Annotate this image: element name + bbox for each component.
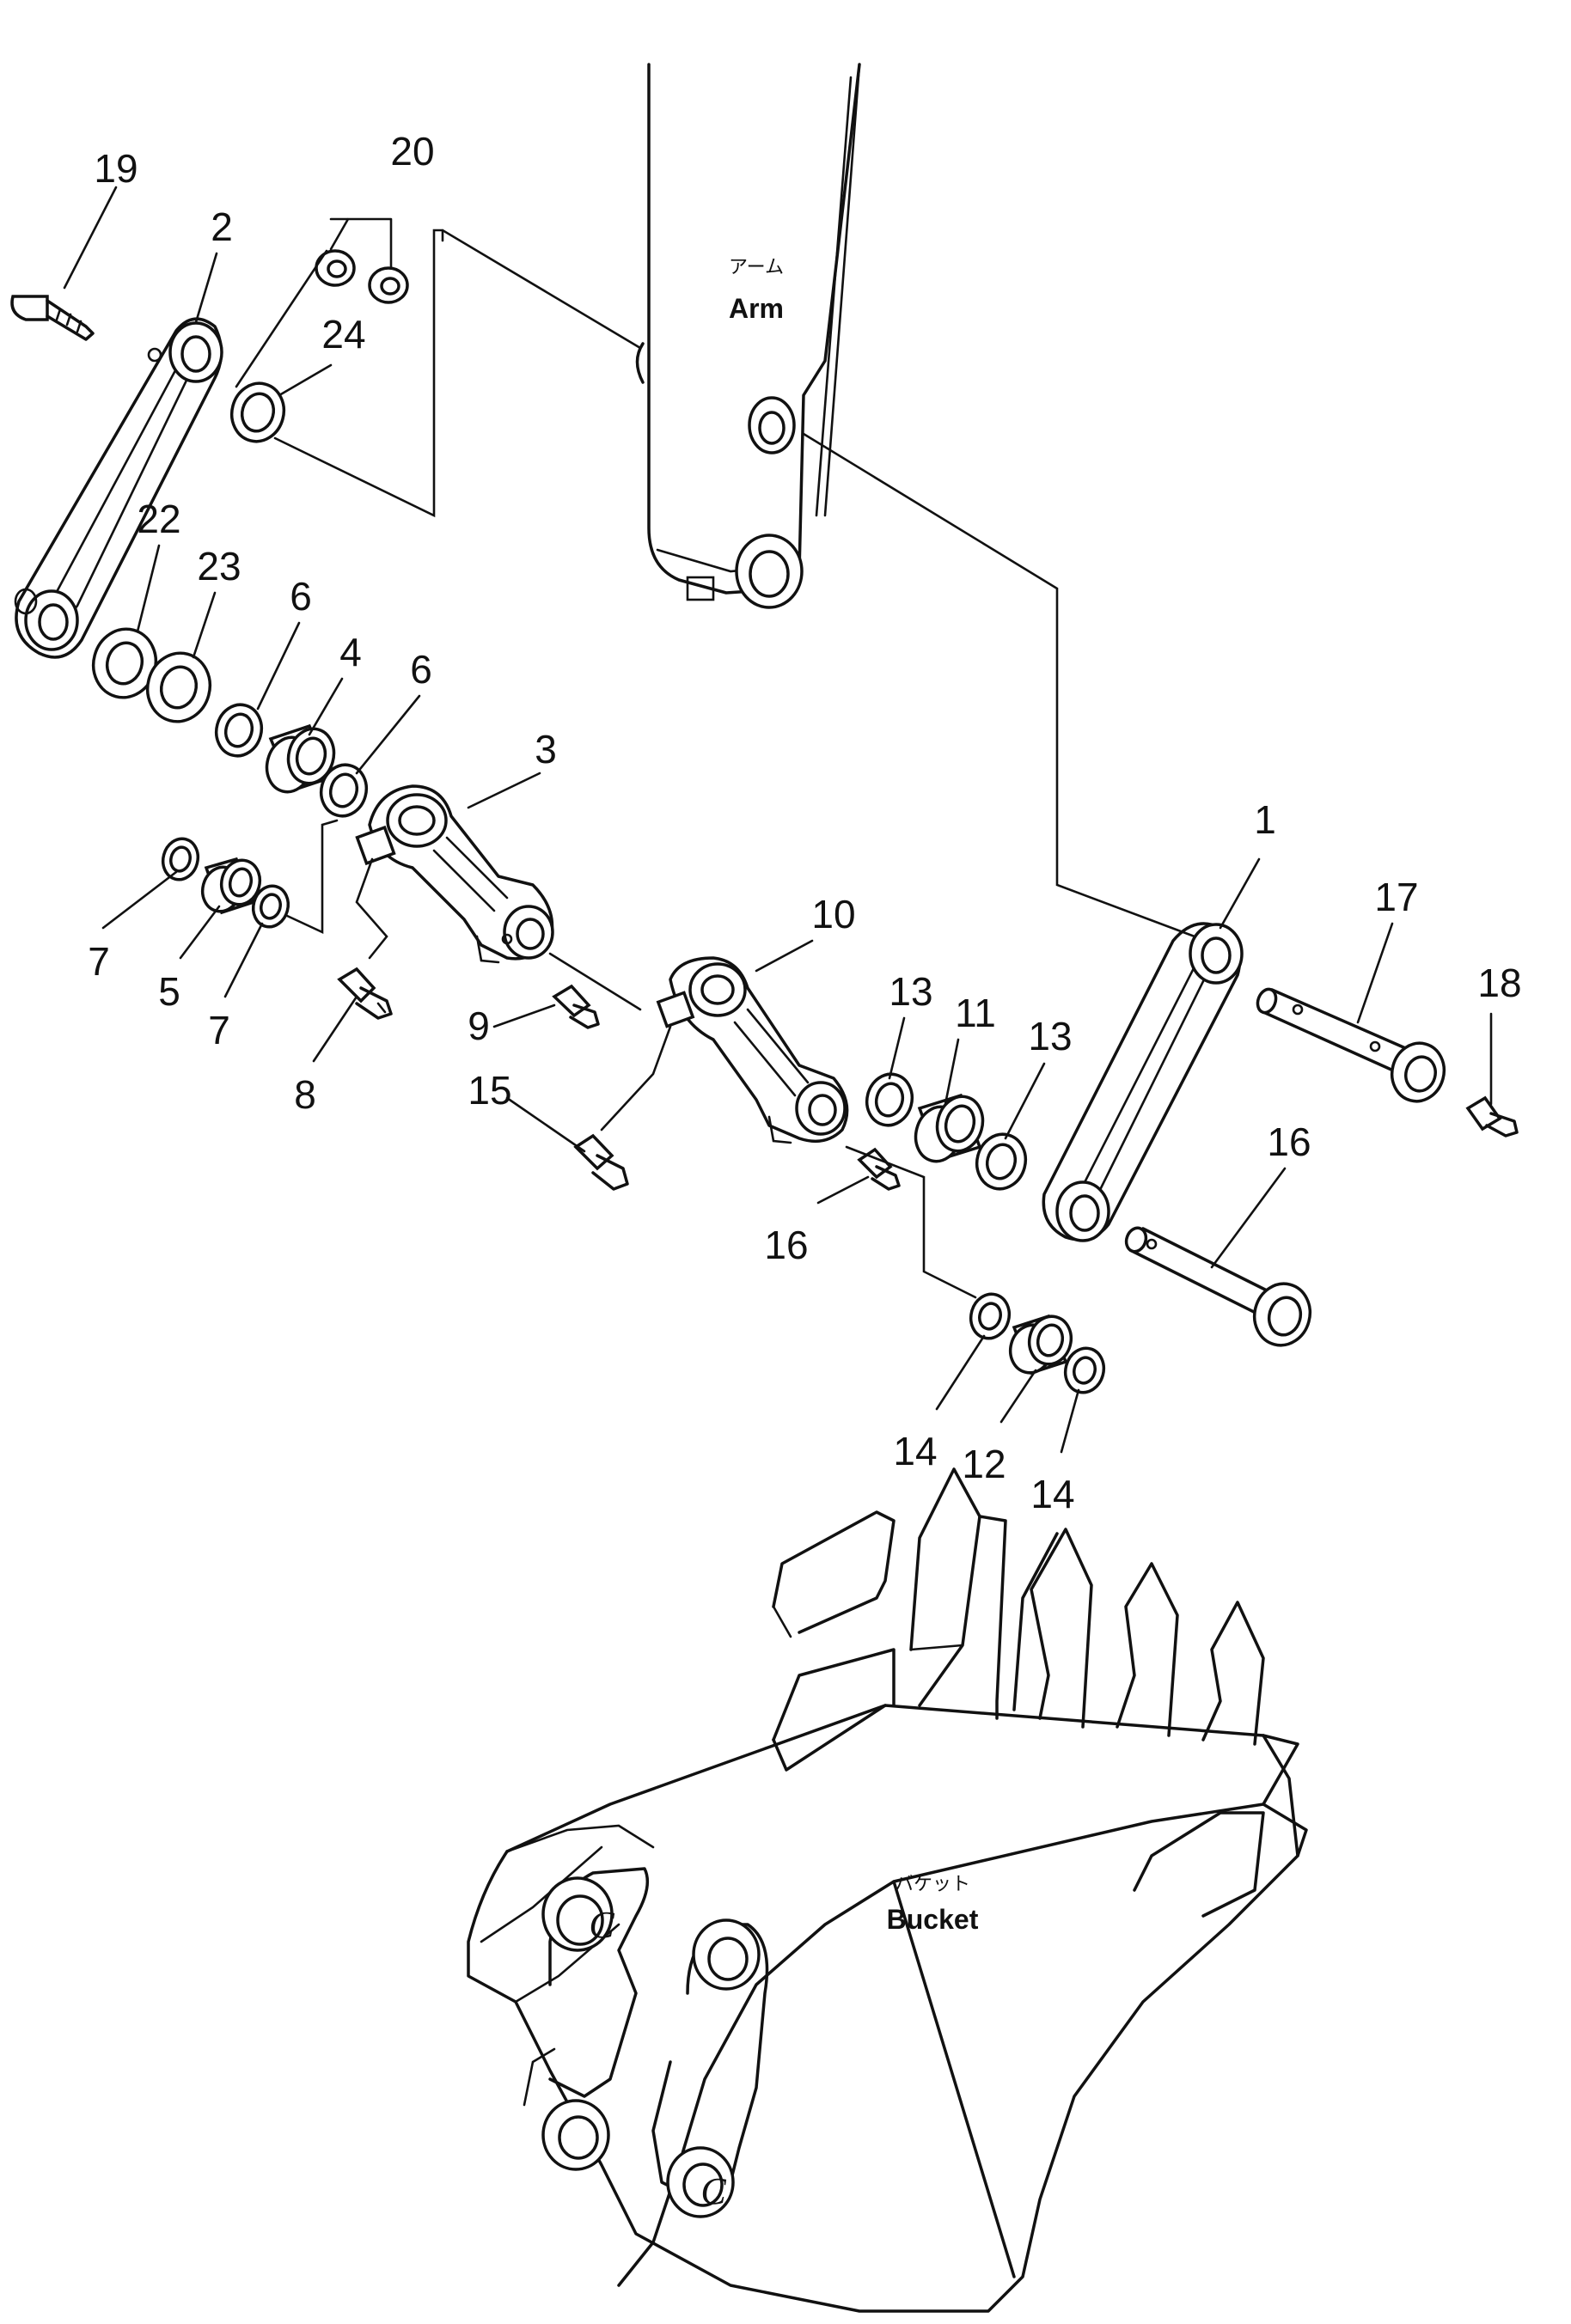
callout-10: 10	[811, 892, 855, 936]
callout-5: 5	[158, 969, 180, 1014]
part-24-shim	[229, 381, 286, 443]
callout-6a: 6	[290, 574, 312, 619]
part-15-grease-fitting	[573, 1133, 629, 1191]
part-19-bolt	[1465, 1095, 1519, 1138]
callout-11: 11	[955, 991, 996, 1035]
callout-17: 16	[1267, 1119, 1311, 1164]
callout-1: 1	[1254, 797, 1276, 842]
callout-14a: 14	[893, 1429, 937, 1473]
callout-7b: 7	[208, 1008, 230, 1052]
bucket-mark-left: C	[589, 1904, 614, 1946]
callout-4: 4	[339, 630, 362, 674]
part-6-seal-b	[319, 763, 369, 818]
callout-numbers: 19 2 20 24 22 23 6 4 6 3 1 17 18 16 10 1…	[88, 129, 1521, 1516]
part-1-link	[1042, 922, 1244, 1242]
part-7-seal-b	[251, 884, 290, 929]
part-16-grease-fitting	[857, 1147, 901, 1191]
part-6-seal-a	[214, 703, 264, 758]
part-20-bolt	[10, 295, 95, 341]
part-7-seal-a	[161, 837, 200, 881]
part-5-bushing	[200, 857, 262, 915]
callout-15: 15	[468, 1068, 511, 1113]
callout-22: 22	[137, 497, 180, 541]
part-21-collars	[315, 249, 409, 304]
callout-23: 23	[197, 544, 241, 589]
part-10-link	[656, 956, 849, 1144]
bucket-label-jp: バケット	[895, 1874, 970, 1895]
bucket-mark-bottom: C	[700, 2170, 726, 2212]
bucket: C C バケット Bucket	[467, 1467, 1308, 2313]
bucket-label-en: Bucket	[887, 1904, 979, 1935]
part-8-grease-fitting	[337, 967, 393, 1020]
callout-20: 19	[94, 146, 138, 191]
part-17-pin	[1124, 1226, 1312, 1347]
assembly-lines-top	[235, 229, 1196, 938]
callout-12: 12	[962, 1442, 1006, 1486]
arm-label-en: Arm	[729, 293, 784, 324]
part-9-grease-fitting	[552, 984, 600, 1029]
part-12-bushing	[1008, 1314, 1073, 1375]
part-2-link	[14, 317, 223, 659]
callout-8: 8	[294, 1072, 316, 1117]
callout-21: 20	[390, 129, 434, 174]
arm-label-jp: アーム	[729, 257, 784, 278]
part-14-seal-a	[969, 1292, 1012, 1340]
part-23-shim	[145, 651, 212, 723]
callout-7a: 7	[88, 939, 110, 984]
callout-2: 2	[211, 204, 233, 249]
callout-9: 9	[468, 1003, 490, 1048]
callout-16: 16	[764, 1223, 808, 1267]
callout-14b: 14	[1030, 1472, 1074, 1516]
part-3-link	[355, 784, 554, 964]
callout-13a: 13	[889, 969, 932, 1014]
callout-6b: 6	[410, 647, 432, 692]
leader-lines	[63, 186, 1493, 1454]
part-18-pin	[1256, 987, 1446, 1103]
callout-19: 18	[1477, 961, 1521, 1005]
part-4-bushing	[265, 723, 336, 794]
callout-13b: 13	[1028, 1014, 1072, 1058]
callout-3: 3	[535, 727, 557, 772]
part-11-bushing	[914, 1093, 985, 1163]
callout-24: 24	[321, 312, 365, 357]
part-13-seal-b	[975, 1132, 1028, 1191]
callout-18: 17	[1374, 875, 1418, 919]
part-13-seal-a	[865, 1072, 914, 1127]
part-14-seal-b	[1063, 1346, 1106, 1394]
arm: アーム Arm	[635, 63, 861, 609]
